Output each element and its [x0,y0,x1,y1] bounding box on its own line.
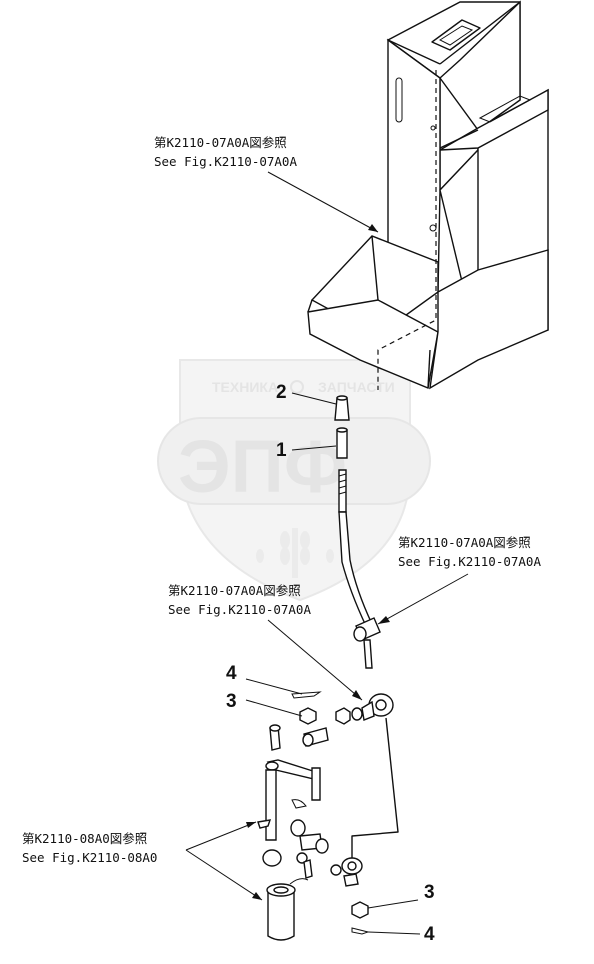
callout-3-bottom: 3 [424,882,435,903]
ref-3-jp: 第K2110-07A0A図参照 [168,583,301,598]
lever-knob [334,397,350,421]
callout-3-top: 3 [226,691,237,712]
watermark-text-left: ТЕХНИКА [212,379,278,395]
grip-tube [336,429,348,459]
leader-lines [185,171,469,935]
ref-3-en: See Fig.K2110-07A0A [168,602,311,617]
console-housing [307,0,549,390]
ref-2-en: See Fig.K2110-07A0A [398,554,541,569]
ref-4-jp: 第K2110-08A0図参照 [22,831,147,846]
linkage-assembly [257,691,399,941]
nut-bottom [351,901,369,919]
gear-icon [290,380,304,394]
control-lever [334,395,381,669]
watermark: ТЕХНИКА ЗАПЧАСТИ ЭПФ [157,359,431,602]
callout-numbers: 2 1 4 3 3 4 [226,382,435,945]
callout-1: 1 [276,440,287,461]
ref-4-en: See Fig.K2110-08A0 [22,850,157,865]
reference-labels: 第K2110-07A0A図参照 See Fig.K2110-07A0A 第K21… [22,135,541,865]
watermark-text-right: ЗАПЧАСТИ [318,379,395,395]
wheat-icon [256,528,334,578]
ref-1-jp: 第K2110-07A0A図参照 [154,135,287,150]
callout-4-top: 4 [226,663,237,684]
ref-2-jp: 第K2110-07A0A図参照 [398,535,531,550]
callout-2: 2 [276,382,287,403]
watermark-letters: ЭПФ [178,425,347,508]
ref-1-en: See Fig.K2110-07A0A [154,154,297,169]
nut-top [299,707,317,725]
callout-4-bottom: 4 [424,924,435,945]
